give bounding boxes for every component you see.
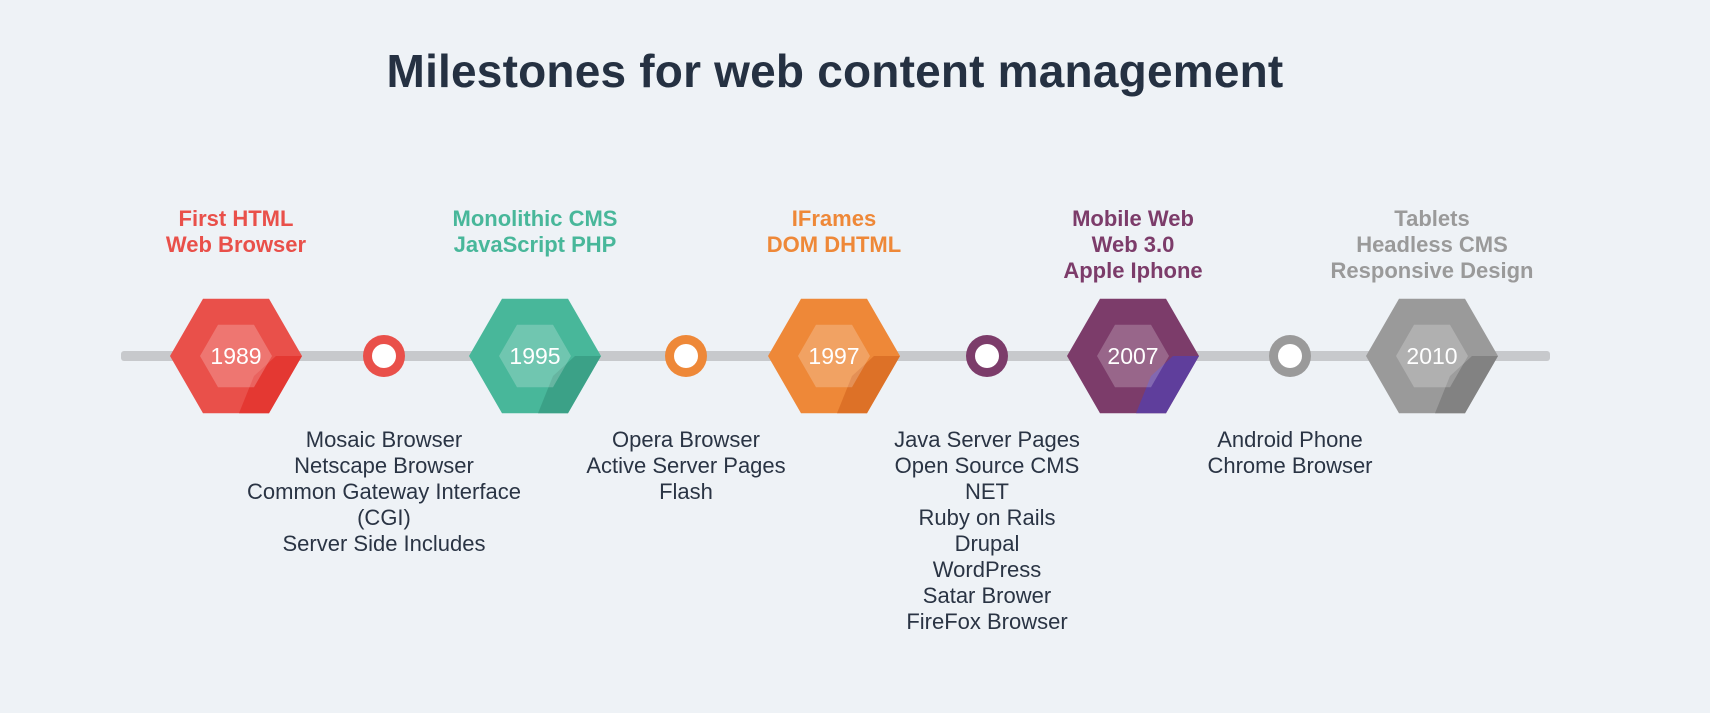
- event-item: Open Source CMS: [894, 453, 1080, 478]
- event-item: NET: [965, 479, 1009, 504]
- milestone-label-line: Headless CMS: [1356, 232, 1508, 257]
- hexagon-facet: [239, 356, 302, 414]
- milestone-label-line: Responsive Design: [1330, 258, 1534, 283]
- milestone-year: 2010: [1406, 343, 1457, 369]
- milestone-hexagon-1997: 1997: [768, 298, 900, 414]
- milestone-label-line: First HTML: [178, 206, 294, 231]
- event-item: Satar Brower: [922, 583, 1052, 608]
- milestone-label-line: Web Browser: [165, 232, 307, 257]
- milestone-hexagon-1995: 1995: [469, 298, 601, 414]
- event-item: Netscape Browser: [294, 453, 474, 478]
- hexagon-facet: [1136, 356, 1199, 414]
- event-item: Mosaic Browser: [305, 427, 463, 452]
- event-item: Active Server Pages: [586, 453, 786, 478]
- milestone-hexagon-2007: 2007: [1067, 298, 1199, 414]
- hexagon-inner: [798, 324, 870, 388]
- connector-center: [674, 344, 698, 368]
- connector-center: [975, 344, 999, 368]
- event-item: Ruby on Rails: [918, 505, 1056, 530]
- milestone-label-line: IFrames: [791, 206, 877, 231]
- hexagon-inner: [200, 324, 272, 388]
- event-item: FireFox Browser: [906, 609, 1068, 634]
- hexagon-facet: [538, 356, 601, 414]
- event-item: Flash: [659, 479, 713, 504]
- event-item: Android Phone: [1217, 427, 1363, 452]
- timeline-connector-dot: [1269, 335, 1311, 377]
- milestone-label-line: Web 3.0: [1091, 232, 1175, 257]
- timeline-connector-dot: [363, 335, 405, 377]
- event-item: (CGI): [357, 505, 411, 530]
- milestone-year: 2007: [1107, 343, 1158, 369]
- timeline-connector-dot: [665, 335, 707, 377]
- hexagon-inner: [1097, 324, 1169, 388]
- milestone-label-line: Tablets: [1394, 206, 1470, 231]
- event-item: Chrome Browser: [1207, 453, 1373, 478]
- page-title: Milestones for web content management: [386, 45, 1284, 97]
- milestone-year: 1995: [509, 343, 560, 369]
- hexagon-inner: [1396, 324, 1468, 388]
- event-item: Opera Browser: [612, 427, 760, 452]
- event-item: Drupal: [954, 531, 1020, 556]
- milestone-hexagon-2010: 2010: [1366, 298, 1498, 414]
- hexagon-facet: [1435, 356, 1498, 414]
- milestone-label-line: Monolithic CMS: [452, 206, 618, 231]
- milestone-label-line: DOM DHTML: [766, 232, 902, 257]
- event-item: Common Gateway Interface: [247, 479, 521, 504]
- timeline-connector-dot: [966, 335, 1008, 377]
- event-item: Server Side Includes: [282, 531, 486, 556]
- hexagon-facet: [837, 356, 900, 414]
- connector-center: [372, 344, 396, 368]
- milestone-label-line: Apple Iphone: [1063, 258, 1203, 283]
- milestone-label-line: JavaScript PHP: [453, 232, 617, 257]
- milestone-year: 1997: [808, 343, 859, 369]
- event-item: Java Server Pages: [894, 427, 1080, 452]
- event-item: WordPress: [932, 557, 1042, 582]
- milestone-hexagon-1989: 1989: [170, 298, 302, 414]
- hexagon-inner: [499, 324, 571, 388]
- milestone-label-line: Mobile Web: [1072, 206, 1194, 231]
- connector-center: [1278, 344, 1302, 368]
- milestone-year: 1989: [210, 343, 261, 369]
